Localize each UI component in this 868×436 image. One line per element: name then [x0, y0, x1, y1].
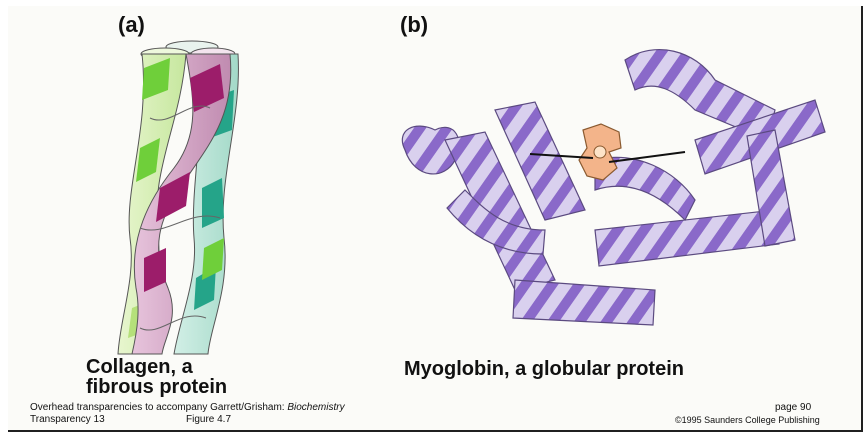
footer-source-prefix: Overhead transparencies to accompany Gar… [30, 402, 287, 413]
footer-book-title: Biochemistry [287, 402, 344, 413]
panel-b-label: (b) [400, 12, 428, 38]
collagen-caption-line1: Collagen, a [86, 356, 193, 378]
collagen-caption-line2: fibrous protein [86, 376, 227, 398]
footer-transparency: Transparency 13 [30, 414, 105, 426]
collagen-triple-helix [110, 38, 270, 358]
footer-source-line: Overhead transparencies to accompany Gar… [30, 402, 345, 414]
panel-a-label: (a) [118, 12, 145, 38]
footer-page-number: page 90 [775, 402, 811, 414]
footer-copyright: ©1995 Saunders College Publishing [675, 414, 820, 426]
footer-figure-number: Figure 4.7 [186, 414, 231, 426]
myoglobin-structure [395, 40, 835, 340]
myoglobin-caption: Myoglobin, a globular protein [404, 358, 684, 380]
